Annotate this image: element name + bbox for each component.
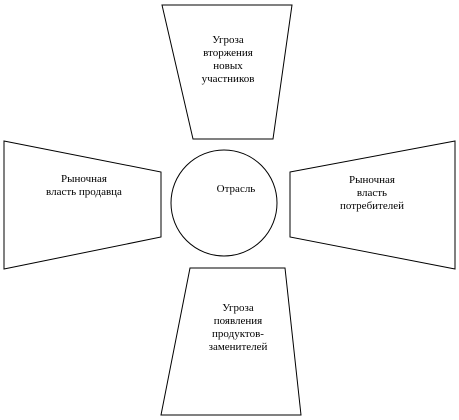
left-force-trapezoid	[3, 140, 162, 270]
right-force-label: Рыночная власть потребителей	[340, 174, 404, 212]
bottom-force-label: Угроза появления продуктов- заменителей	[208, 302, 268, 353]
industry-circle	[170, 149, 278, 257]
top-force-label: Угроза вторжения новых участников	[201, 34, 255, 85]
top-force-trapezoid	[161, 4, 293, 140]
left-force-label: Рыночная власть продавца	[46, 173, 122, 198]
right-force-trapezoid	[289, 140, 456, 270]
bottom-force-trapezoid	[160, 267, 302, 416]
industry-label: Отрасль	[216, 183, 256, 195]
